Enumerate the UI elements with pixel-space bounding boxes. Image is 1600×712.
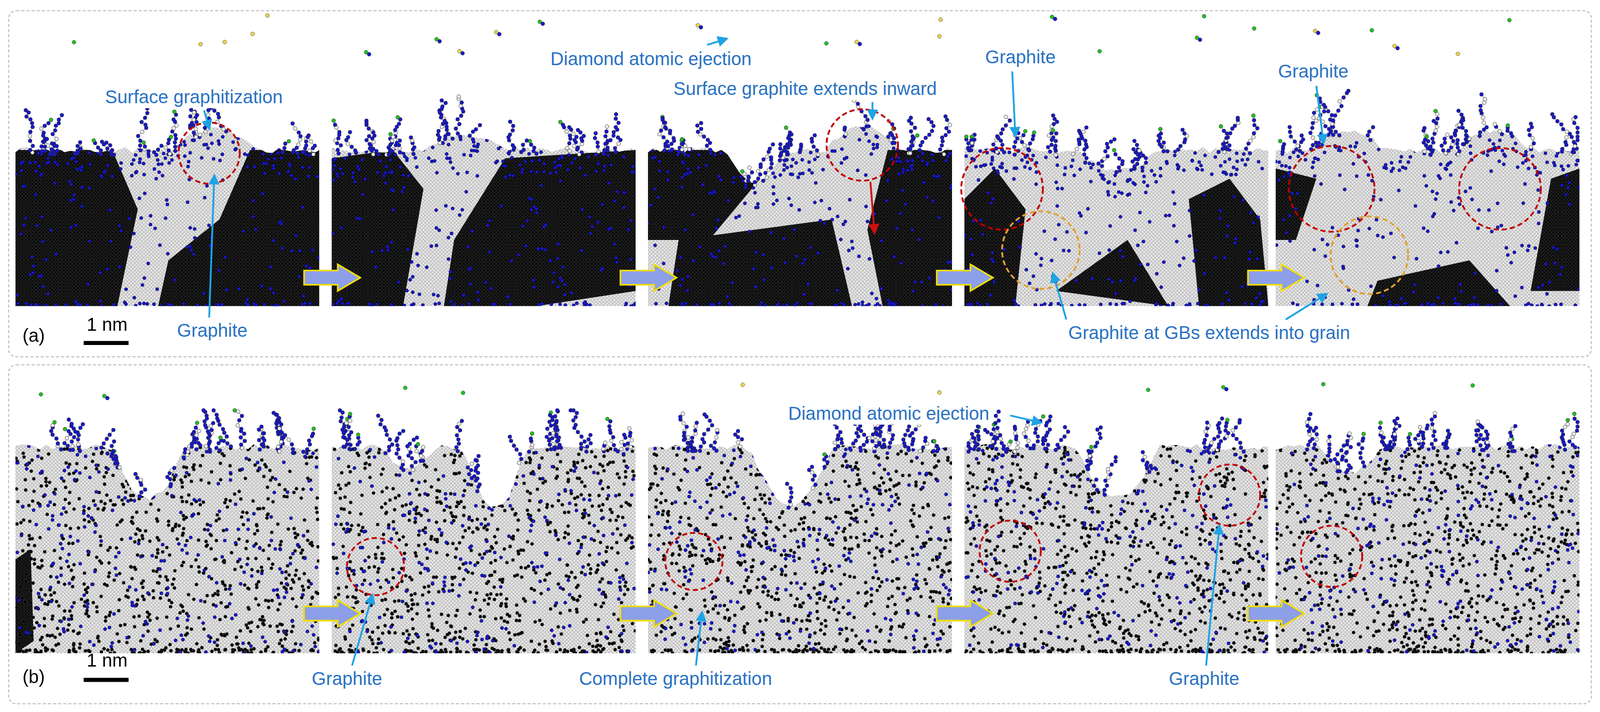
figure-stage: (a)1 nm(b)1 nmDiamond atomic ejectionSur… [0,0,1600,712]
